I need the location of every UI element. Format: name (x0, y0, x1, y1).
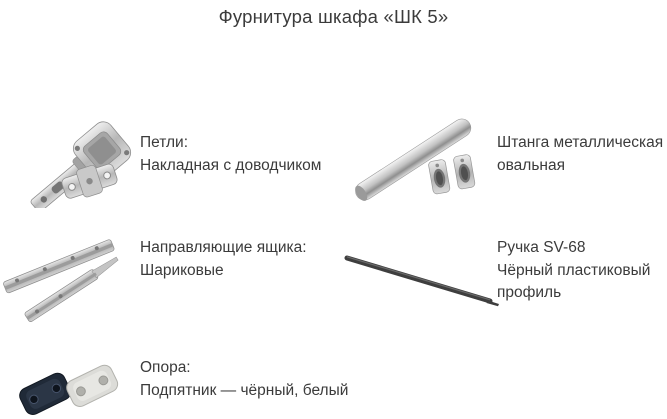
hinge-photo (8, 98, 132, 213)
drawer-slides-illustration (3, 239, 119, 323)
item-label-drawer-slides: Направляющие ящика: Шариковые (140, 239, 307, 279)
item-label-feet: Опора: Подпятник — чёрный, белый (140, 359, 349, 399)
hinge-illustration (30, 121, 132, 213)
rod-illustration (355, 118, 476, 201)
page-title: Фурнитура шкафа «ШК 5» (218, 6, 449, 27)
item-label-hinges: Петли: Накладная с доводчиком (140, 134, 322, 174)
handle-illustration (344, 255, 499, 307)
handle-photo (344, 252, 502, 315)
foot-pad-white (66, 364, 119, 407)
item-label-rod: Штанга металлическая овальная (497, 134, 664, 174)
feet-illustration (19, 364, 119, 415)
drawer-slides-photo (2, 230, 124, 327)
item-label-handle: Ручка SV-68 Чёрный пластиковый профиль (497, 239, 651, 301)
rod-photo (352, 102, 484, 217)
feet-photo (14, 356, 122, 419)
foot-pad-black (19, 372, 72, 415)
